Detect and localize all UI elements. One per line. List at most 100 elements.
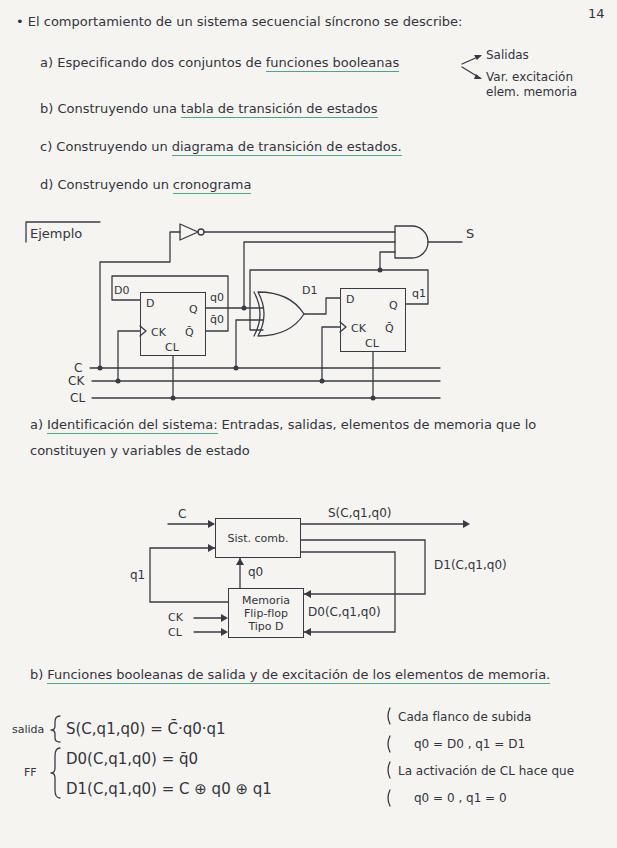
- text-line: c) Construyendo un diagrama de transición…: [40, 134, 600, 160]
- underlined-text: Identificación del sistema:: [47, 417, 218, 434]
- pin-label: Q̄: [185, 326, 194, 339]
- equation-braces: [51, 716, 60, 798]
- arrow-head: [221, 614, 228, 622]
- signal-label: q1: [128, 568, 147, 582]
- note-text: Salidas: [486, 48, 529, 63]
- pin-label: D: [346, 293, 354, 306]
- junction-dot: [371, 396, 376, 401]
- junction-dot: [98, 366, 103, 371]
- box-label: Sist. comb.: [227, 532, 288, 545]
- connector: [236, 558, 244, 588]
- example-bracket: [26, 222, 100, 242]
- clock-marks: [140, 322, 346, 336]
- signal-name: CL: [168, 626, 182, 640]
- note-text: q0 = 0 , q1 = 0: [414, 791, 507, 806]
- arrow-head: [304, 628, 311, 636]
- pin-label: D: [146, 297, 154, 310]
- note-text: a): [30, 417, 43, 432]
- combinational-box: Sist. comb.: [215, 518, 301, 558]
- memory-box: Memoria Flip-flop Tipo D: [228, 588, 304, 638]
- arrow-head: [221, 628, 228, 636]
- junction-dot: [116, 379, 121, 384]
- text-line: d) Construyendo un cronograma: [40, 172, 600, 198]
- note-text: a) Especificando dos conjuntos de: [40, 55, 262, 70]
- connector: [301, 540, 425, 598]
- underlined-text: cronograma: [173, 177, 252, 194]
- note-text: b) Construyendo una: [40, 101, 177, 116]
- equation: S(C,q1,q0) = C̄·q0·q1: [66, 720, 226, 738]
- junction-dot: [234, 366, 239, 371]
- note-text: Cada flanco de subida: [398, 710, 531, 725]
- box-text-group: Sist. comb.: [227, 532, 288, 545]
- note-text: La activación de CL hace que: [398, 764, 574, 779]
- junction-dot: [242, 306, 247, 311]
- block-wires: [168, 524, 466, 632]
- junction-dot: [378, 268, 383, 273]
- arrow-head: [208, 520, 215, 528]
- signal-name: S(C,q1,q0): [328, 506, 392, 521]
- junction-dot: [171, 396, 176, 401]
- flip-flop-box: D Q CK Q̄ CL: [340, 288, 406, 352]
- connector-line: [301, 540, 425, 594]
- flip-flop-box: D Q CK Q̄ CL: [140, 292, 206, 356]
- signal-name: CL: [70, 391, 85, 406]
- arrow-head: [474, 55, 482, 60]
- signal-name: q̄0: [210, 313, 224, 327]
- signal-name: C: [74, 361, 82, 376]
- note-text: c) Construyendo un: [40, 139, 168, 154]
- signal-name: CK: [168, 611, 183, 625]
- xor-gate-symbol: [254, 292, 304, 336]
- text-line: a) Especificando dos conjuntos de funcion…: [40, 50, 480, 76]
- arrow-head: [463, 520, 470, 528]
- pin-label: CL: [165, 341, 179, 354]
- signal-name: D0: [114, 284, 129, 298]
- connector: [150, 544, 228, 602]
- arrow-head: [236, 558, 244, 565]
- connector: [301, 552, 395, 636]
- pin-label: CL: [365, 337, 379, 350]
- pin-label: Q: [389, 299, 398, 312]
- signal-label: q0: [246, 565, 265, 579]
- note-text: FF: [24, 766, 37, 780]
- section-heading: Ejemplo: [30, 226, 82, 241]
- inverter-symbol: [180, 224, 198, 240]
- text-line: a)Identificación del sistema:Entradas, s…: [30, 412, 595, 464]
- equation: D0(C,q1,q0) = q̄0: [66, 750, 198, 768]
- signal-name: CK: [68, 374, 84, 389]
- signal-name: C: [178, 507, 186, 522]
- pin-label: CK: [351, 322, 366, 335]
- arrow-head: [208, 544, 215, 552]
- connector-line: [150, 548, 228, 602]
- note-text: b): [30, 667, 43, 682]
- signal-name: S: [466, 226, 474, 241]
- signal-name: q1: [412, 287, 426, 301]
- underlined-text: funciones booleanas: [266, 55, 400, 72]
- note-text: salida: [12, 723, 44, 737]
- signal-label: D0(C,q1,q0): [306, 605, 383, 619]
- text-line: b) Construyendo una tabla de transición d…: [40, 96, 600, 122]
- pin-label: CK: [151, 326, 166, 339]
- note-text: Var. excitación elem. memoria: [486, 70, 608, 100]
- circuit-wires: [90, 232, 462, 398]
- underlined-text: tabla de transición de estados: [181, 101, 378, 118]
- signal-name: q0: [210, 291, 224, 305]
- text-line: b) Funciones booleanas de salida y de exc…: [30, 662, 595, 688]
- page-number: 14: [588, 6, 605, 21]
- pin-label: Q: [189, 303, 198, 316]
- box-label: Memoria Flip-flop Tipo D: [232, 594, 300, 633]
- intro-text: • El comportamiento de un sistema secuen…: [16, 14, 462, 29]
- junction-dot: [320, 379, 325, 384]
- signal-name: D1: [302, 284, 317, 298]
- connector-line: [301, 552, 395, 632]
- box-text-group: Memoria Flip-flop Tipo D: [232, 594, 300, 633]
- note-brackets: [388, 708, 390, 806]
- equation: D1(C,q1,q0) = C ⊕ q0 ⊕ q1: [66, 780, 272, 798]
- signal-label: D1(C,q1,q0): [432, 558, 509, 572]
- note-text: q0 = D0 , q1 = D1: [414, 737, 525, 752]
- underlined-text: diagrama de transición de estados.: [172, 139, 402, 156]
- underlined-text: Funciones booleanas de salida y de excit…: [47, 667, 550, 684]
- arrow-head: [474, 74, 482, 79]
- pin-label: Q̄: [385, 322, 394, 335]
- note-text: d) Construyendo un: [40, 177, 169, 192]
